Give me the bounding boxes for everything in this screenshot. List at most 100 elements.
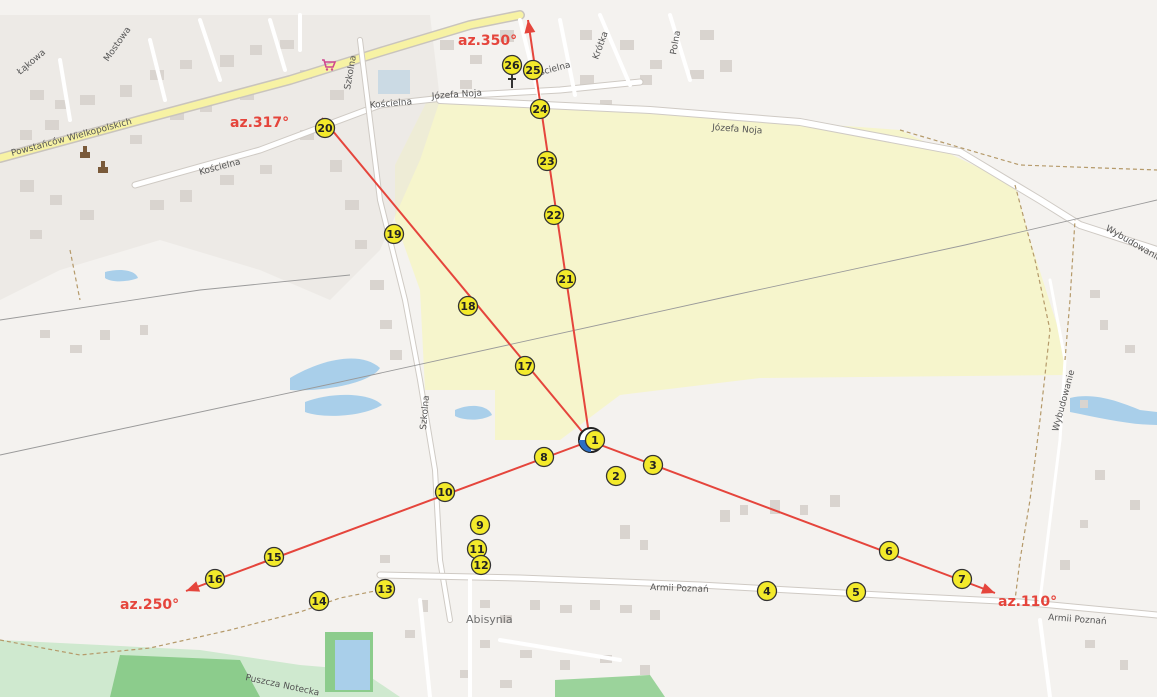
- forest-area: [110, 655, 260, 697]
- building: [440, 40, 454, 50]
- marker-6: 6: [878, 540, 900, 562]
- building: [380, 555, 390, 563]
- marker-25: 25: [522, 59, 544, 81]
- building: [140, 325, 148, 335]
- building: [260, 165, 272, 174]
- building: [700, 30, 714, 40]
- marker-circle: [522, 59, 544, 81]
- building: [620, 605, 632, 613]
- poi-icons: [80, 59, 516, 173]
- azimuth-label-northwest: az.317°: [230, 115, 289, 131]
- building: [740, 505, 748, 515]
- building: [40, 330, 50, 338]
- marker-label: 16: [207, 573, 223, 586]
- building: [80, 210, 94, 220]
- azimuth-label-north: az.350°: [458, 33, 517, 49]
- marker-7: 7: [951, 568, 973, 590]
- building: [1125, 345, 1135, 353]
- street-label-szkolna: Szkolna: [419, 395, 432, 430]
- building: [80, 95, 95, 105]
- building: [1100, 320, 1108, 330]
- building: [1120, 660, 1128, 670]
- azimuth-labels: az.350° az.317° az.250° az.110°: [120, 33, 1057, 613]
- building: [220, 55, 234, 67]
- marker-3: 3: [642, 454, 664, 476]
- marker-15: 15: [263, 546, 285, 568]
- shop-icon: [322, 59, 337, 71]
- monument-icon: [80, 146, 90, 158]
- building: [370, 280, 384, 290]
- marker-label: 22: [546, 209, 561, 222]
- building: [690, 70, 704, 79]
- marker-circle: [514, 355, 536, 377]
- marker-label: 1: [591, 434, 599, 447]
- marker-circle: [470, 554, 492, 576]
- built-up-area: [0, 15, 440, 300]
- street-label-koscielna: Kościelna: [369, 96, 412, 111]
- building: [800, 505, 808, 515]
- marker-circle: [457, 295, 479, 317]
- street-label-polna: Polna: [669, 30, 683, 56]
- building: [500, 615, 512, 623]
- roads: [0, 10, 1157, 697]
- marker-1: 1: [584, 429, 606, 451]
- road-wybudowanie: [1038, 278, 1067, 602]
- building: [640, 540, 648, 550]
- building: [520, 650, 532, 658]
- marker-13: 13: [374, 578, 396, 600]
- building: [55, 100, 67, 109]
- building: [45, 120, 59, 130]
- boundary-line: [1064, 219, 1076, 361]
- building: [640, 75, 652, 85]
- building: [460, 670, 470, 678]
- monument-icon: [98, 161, 108, 173]
- marker-10: 10: [434, 481, 456, 503]
- buildings: [20, 30, 1140, 688]
- arrowhead-southwest: [186, 581, 201, 592]
- building: [1080, 400, 1088, 408]
- building: [180, 190, 192, 202]
- marker-14: 14: [308, 590, 330, 612]
- marker-circle: [878, 540, 900, 562]
- marker-label: 11: [469, 543, 484, 556]
- main-road-powstancow: [0, 11, 524, 162]
- marker-circle: [533, 446, 555, 468]
- building: [280, 40, 294, 49]
- building: [640, 665, 650, 675]
- pond: [105, 270, 138, 282]
- building: [1095, 470, 1105, 480]
- street-label-jozefa-noja: Józefa Noja: [711, 122, 763, 137]
- marker-label: 12: [473, 559, 488, 572]
- marker-circle: [383, 223, 405, 245]
- marker-label: 21: [558, 273, 573, 286]
- marker-label: 9: [476, 519, 484, 532]
- marker-label: 4: [763, 585, 771, 598]
- street-label-armii-poznan: Armii Poznań: [650, 583, 709, 595]
- marker-circle: [204, 568, 226, 590]
- azimuth-label-southwest: az.250°: [120, 597, 179, 613]
- pond: [335, 640, 370, 690]
- marker-16: 16: [204, 568, 226, 590]
- marker-17: 17: [514, 355, 536, 377]
- marker-circle: [308, 590, 330, 612]
- marker-2: 2: [605, 465, 627, 487]
- marker-24: 24: [529, 98, 551, 120]
- marker-label: 14: [311, 595, 327, 608]
- road-szkolna: [358, 38, 452, 622]
- building: [390, 350, 402, 360]
- marker-circle: [584, 429, 606, 451]
- power-line: [0, 199, 1157, 456]
- building: [250, 45, 262, 55]
- arrowhead-north: [524, 20, 536, 34]
- marker-label: 3: [649, 459, 657, 472]
- building: [330, 160, 342, 172]
- marker-label: 26: [504, 59, 520, 72]
- marker-circle: [529, 98, 551, 120]
- marker-11: 11: [466, 538, 488, 560]
- marker-label: 8: [540, 451, 548, 464]
- azimuth-ray-southwest: [185, 440, 591, 592]
- stream: [1070, 396, 1157, 425]
- pond: [305, 394, 382, 416]
- building: [470, 55, 482, 64]
